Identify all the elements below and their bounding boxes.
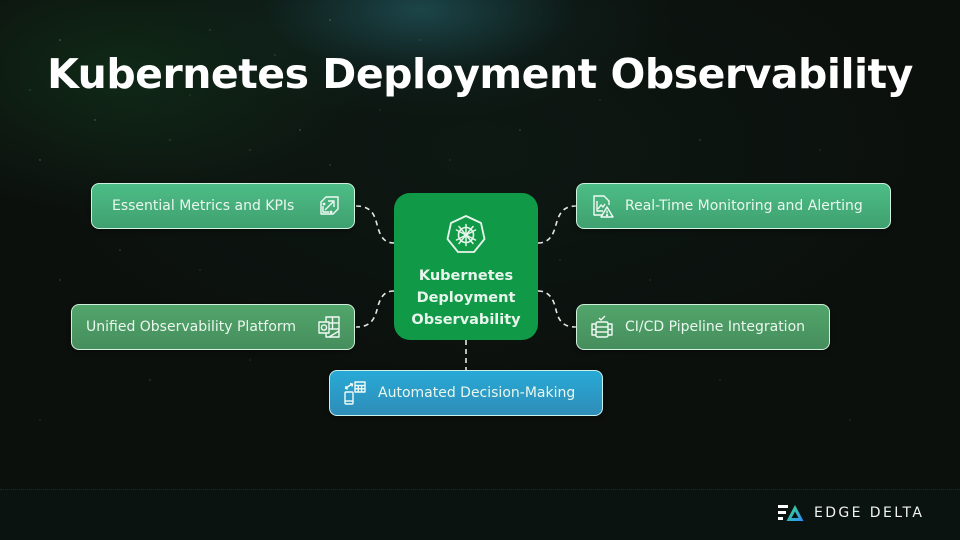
center-node-label: Kubernetes Deployment Observability bbox=[411, 265, 520, 331]
node-realtime-monitoring[interactable]: Real-Time Monitoring and Alerting bbox=[576, 183, 891, 229]
node-label: Unified Observability Platform bbox=[86, 319, 297, 335]
platform-grid-icon bbox=[316, 314, 342, 340]
node-essential-metrics[interactable]: Essential Metrics and KPIs bbox=[91, 183, 355, 229]
node-label: CI/CD Pipeline Integration bbox=[625, 319, 806, 335]
brand-name: EDGE DELTA bbox=[814, 505, 925, 521]
edge-delta-logo: EDGE DELTA bbox=[778, 504, 924, 522]
center-node-kubernetes[interactable]: Kubernetes Deployment Observability bbox=[394, 193, 538, 340]
device-calculator-icon bbox=[342, 380, 368, 406]
node-label: Automated Decision-Making bbox=[378, 385, 576, 401]
node-unified-observability[interactable]: Unified Observability Platform bbox=[71, 304, 355, 350]
node-label: Essential Metrics and KPIs bbox=[112, 198, 295, 214]
chart-alert-icon bbox=[589, 193, 615, 219]
node-cicd-pipeline[interactable]: CI/CD Pipeline Integration bbox=[576, 304, 830, 350]
pipeline-check-icon bbox=[589, 314, 615, 340]
node-label: Real-Time Monitoring and Alerting bbox=[625, 198, 863, 214]
center-label-line-2: Deployment bbox=[416, 290, 516, 306]
kubernetes-helm-icon bbox=[446, 215, 486, 253]
center-label-line-3: Observability bbox=[411, 312, 521, 328]
metrics-arrow-icon bbox=[316, 193, 342, 219]
slide-title: Kubernetes Deployment Observability bbox=[47, 50, 913, 98]
node-automated-decision[interactable]: Automated Decision-Making bbox=[329, 370, 603, 416]
edge-delta-logo-icon bbox=[778, 505, 804, 521]
center-label-line-1: Kubernetes bbox=[418, 268, 514, 284]
